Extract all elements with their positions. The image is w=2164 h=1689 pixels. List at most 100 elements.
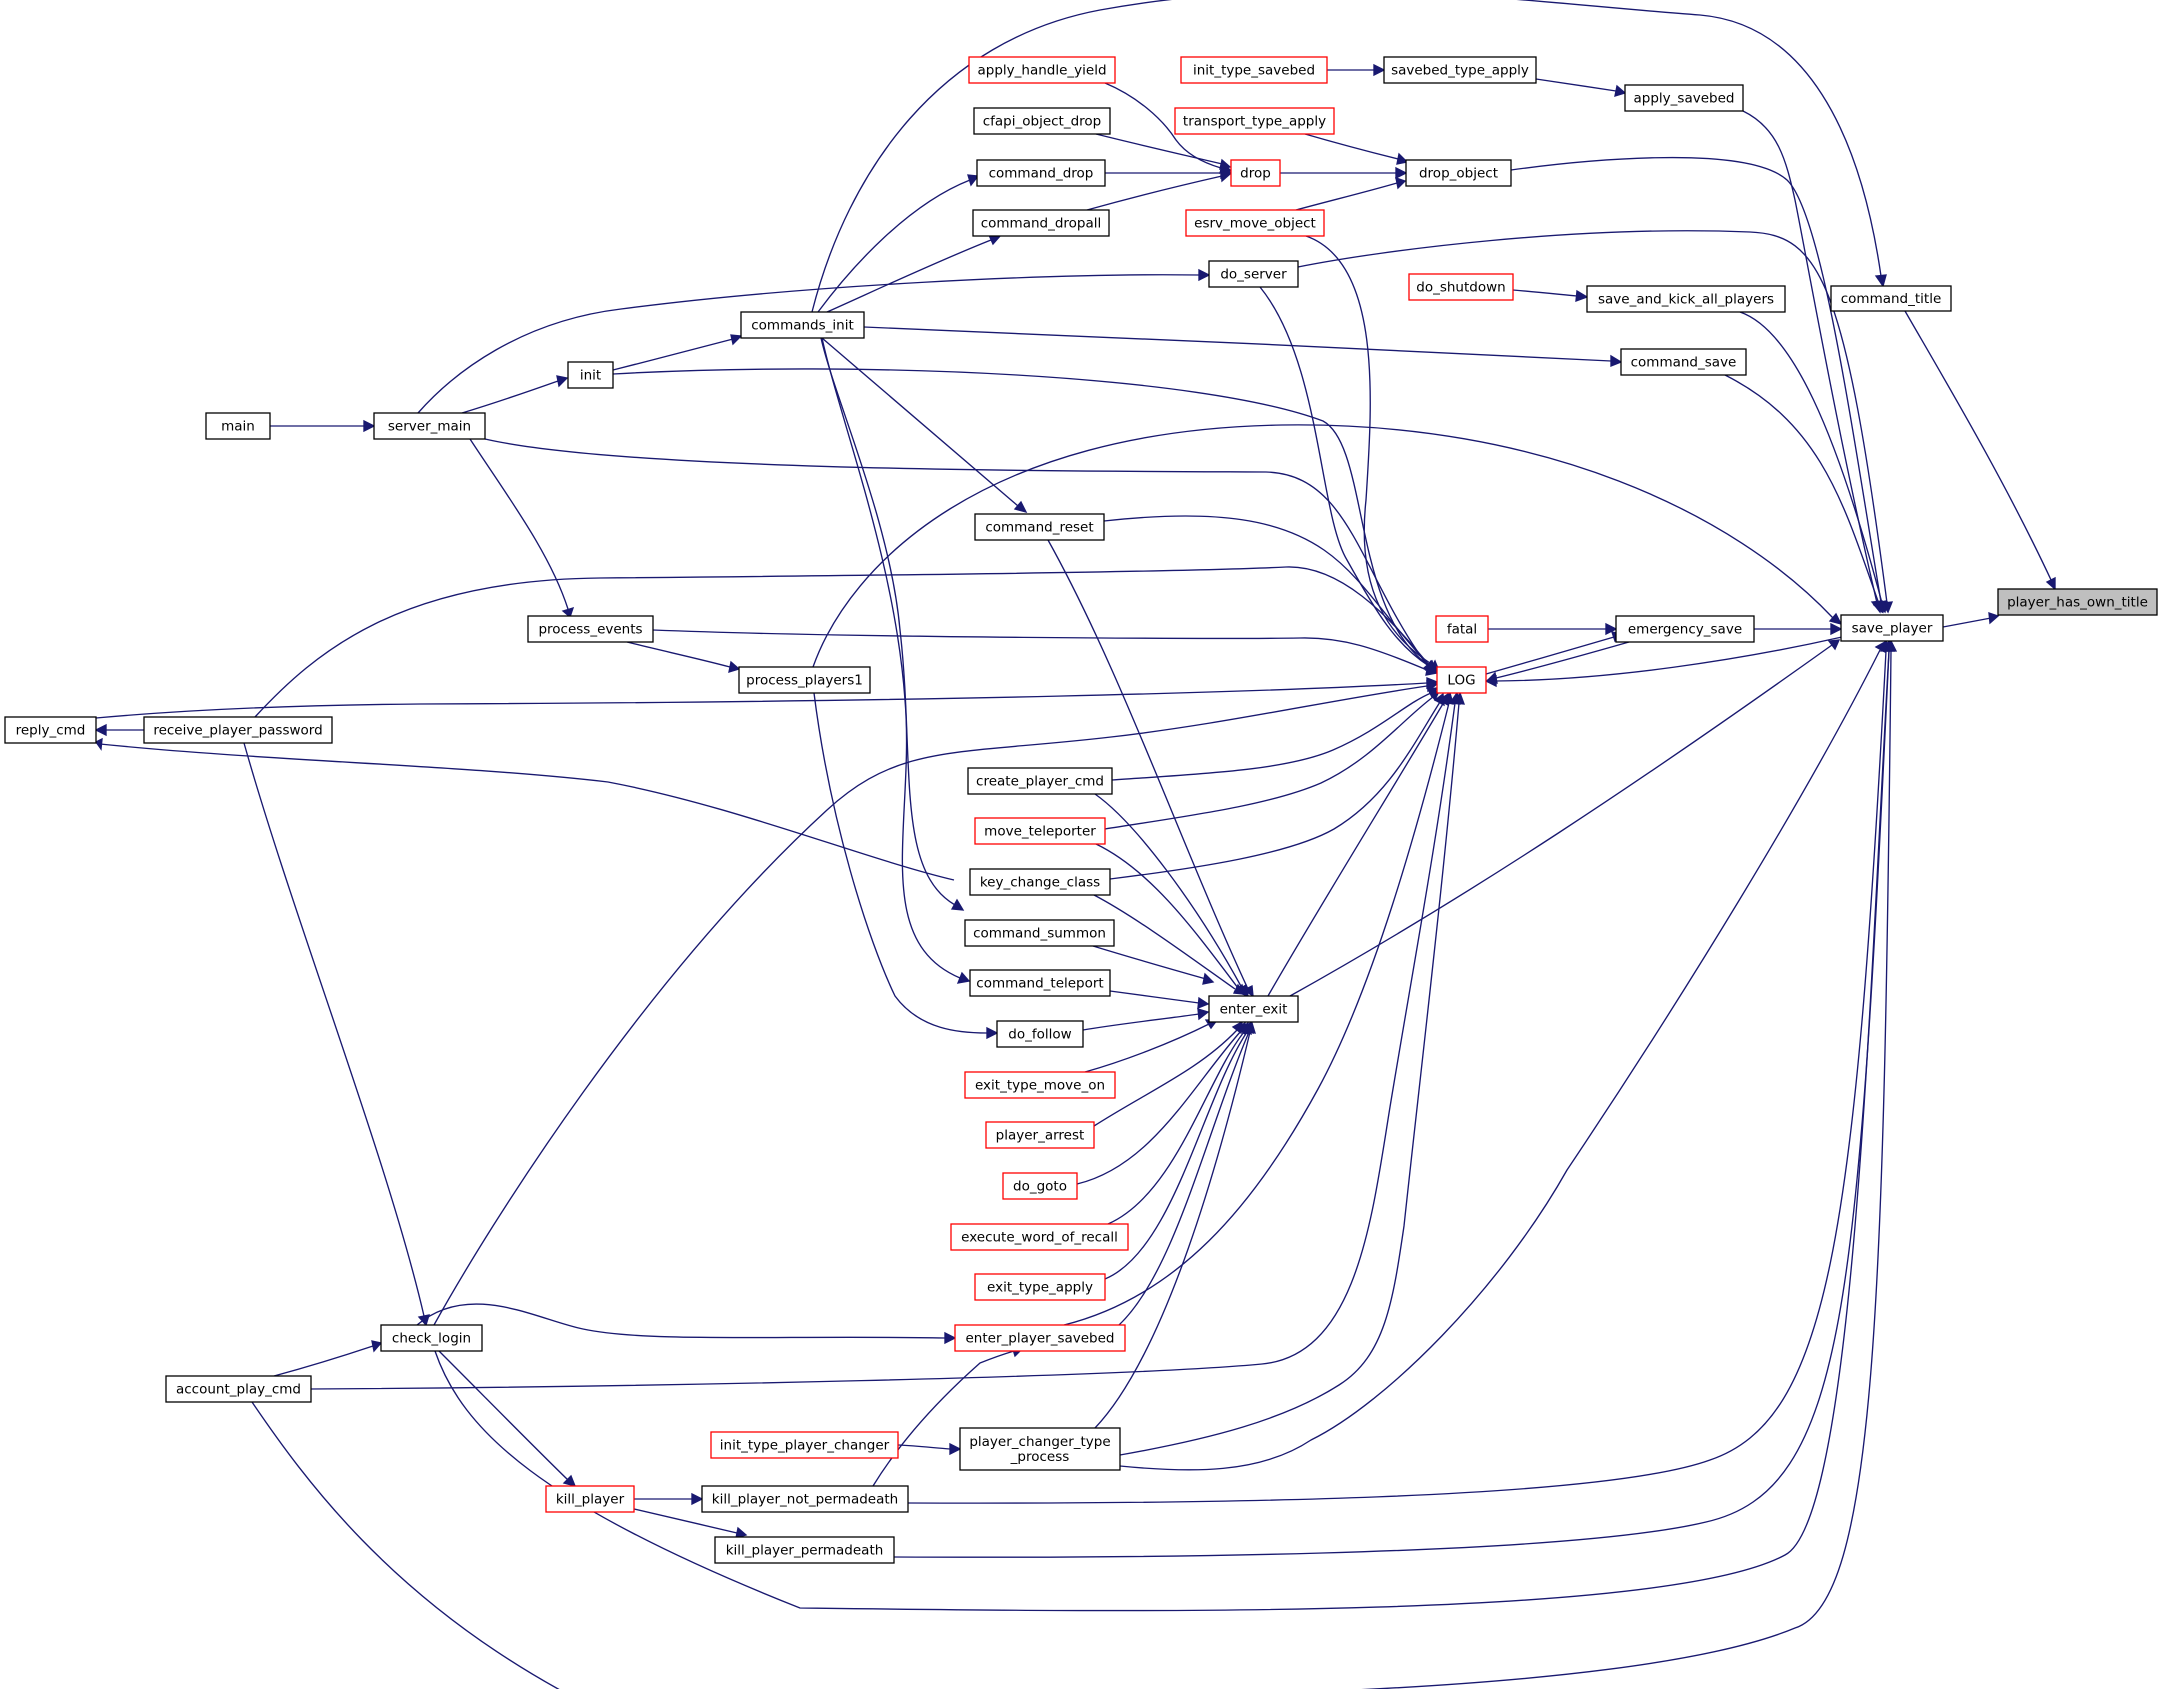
node-execute_word_of_recall[interactable]: execute_word_of_recall <box>950 1223 1129 1251</box>
node-box[interactable] <box>1230 159 1281 187</box>
node-init_type_player_changer[interactable]: init_type_player_changer <box>710 1431 899 1459</box>
node-save_player[interactable]: save_player <box>1840 614 1944 642</box>
node-reply_cmd[interactable]: reply_cmd <box>4 716 97 744</box>
node-box[interactable] <box>964 919 1115 947</box>
node-do_follow[interactable]: do_follow <box>996 1020 1084 1048</box>
node-command_title[interactable]: command_title <box>1830 285 1952 312</box>
node-savebed_type_apply[interactable]: savebed_type_apply <box>1383 56 1537 84</box>
node-box[interactable] <box>974 1273 1106 1301</box>
node-init[interactable]: init <box>567 361 614 389</box>
node-fatal[interactable]: fatal <box>1435 615 1489 643</box>
node-box[interactable] <box>1830 285 1952 312</box>
node-box[interactable] <box>959 1427 1121 1471</box>
node-box[interactable] <box>974 513 1105 541</box>
node-box[interactable] <box>714 1536 895 1564</box>
node-box[interactable] <box>738 666 871 694</box>
node-box[interactable] <box>976 159 1106 187</box>
node-process_players1[interactable]: process_players1 <box>738 666 871 694</box>
node-box[interactable] <box>1180 56 1328 84</box>
node-kill_player[interactable]: kill_player <box>545 1485 635 1513</box>
node-box[interactable] <box>4 716 97 744</box>
node-LOG[interactable]: LOG <box>1436 666 1487 694</box>
node-move_teleporter[interactable]: move_teleporter <box>974 817 1106 845</box>
node-box[interactable] <box>1174 107 1335 135</box>
node-box[interactable] <box>1002 1172 1078 1200</box>
node-box[interactable] <box>985 1121 1095 1149</box>
node-apply_savebed[interactable]: apply_savebed <box>1624 84 1744 112</box>
node-do_shutdown[interactable]: do_shutdown <box>1408 273 1514 301</box>
node-box[interactable] <box>969 868 1111 896</box>
node-box[interactable] <box>1620 348 1747 376</box>
node-server_main[interactable]: server_main <box>373 412 486 440</box>
node-player_changer_type_process[interactable]: player_changer_type_process <box>959 1427 1121 1471</box>
node-command_reset[interactable]: command_reset <box>974 513 1105 541</box>
node-box[interactable] <box>967 767 1113 795</box>
node-box[interactable] <box>974 817 1106 845</box>
node-key_change_class[interactable]: key_change_class <box>969 868 1111 896</box>
node-box[interactable] <box>1405 159 1512 187</box>
node-enter_player_savebed[interactable]: enter_player_savebed <box>954 1324 1126 1352</box>
node-command_teleport[interactable]: command_teleport <box>969 969 1111 997</box>
node-kill_player_permadeath[interactable]: kill_player_permadeath <box>714 1536 895 1564</box>
node-apply_handle_yield[interactable]: apply_handle_yield <box>968 56 1116 84</box>
node-do_server[interactable]: do_server <box>1208 260 1299 288</box>
node-transport_type_apply[interactable]: transport_type_apply <box>1174 107 1335 135</box>
node-box[interactable] <box>1624 84 1744 112</box>
node-kill_player_not_permadeath[interactable]: kill_player_not_permadeath <box>701 1485 909 1513</box>
node-cfapi_object_drop[interactable]: cfapi_object_drop <box>973 107 1111 135</box>
node-box[interactable] <box>1383 56 1537 84</box>
node-do_goto[interactable]: do_goto <box>1002 1172 1078 1200</box>
node-command_summon[interactable]: command_summon <box>964 919 1115 947</box>
node-box[interactable] <box>1408 273 1514 301</box>
node-box[interactable] <box>996 1020 1084 1048</box>
node-esrv_move_object[interactable]: esrv_move_object <box>1185 209 1325 237</box>
node-box[interactable] <box>143 716 333 744</box>
node-receive_player_password[interactable]: receive_player_password <box>143 716 333 744</box>
node-box[interactable] <box>567 361 614 389</box>
node-process_events[interactable]: process_events <box>527 615 654 643</box>
node-drop[interactable]: drop <box>1230 159 1281 187</box>
node-box[interactable] <box>1840 614 1944 642</box>
node-box[interactable] <box>972 209 1110 237</box>
node-drop_object[interactable]: drop_object <box>1405 159 1512 187</box>
node-box[interactable] <box>1435 615 1489 643</box>
node-commands_init[interactable]: commands_init <box>740 311 865 339</box>
node-init_type_savebed[interactable]: init_type_savebed <box>1180 56 1328 84</box>
node-box[interactable] <box>701 1485 909 1513</box>
node-command_drop[interactable]: command_drop <box>976 159 1106 187</box>
node-box[interactable] <box>1208 260 1299 288</box>
node-box[interactable] <box>205 412 271 440</box>
node-box[interactable] <box>950 1223 1129 1251</box>
node-box[interactable] <box>545 1485 635 1513</box>
node-box[interactable] <box>1615 615 1755 643</box>
node-box[interactable] <box>954 1324 1126 1352</box>
node-player_arrest[interactable]: player_arrest <box>985 1121 1095 1149</box>
node-exit_type_move_on[interactable]: exit_type_move_on <box>964 1071 1116 1099</box>
node-player_has_own_title[interactable]: player_has_own_title <box>1997 588 2158 616</box>
node-box[interactable] <box>165 1375 312 1403</box>
node-enter_exit[interactable]: enter_exit <box>1208 995 1299 1023</box>
node-box[interactable] <box>1586 285 1786 313</box>
node-command_dropall[interactable]: command_dropall <box>972 209 1110 237</box>
node-box[interactable] <box>964 1071 1116 1099</box>
node-box[interactable] <box>1436 666 1487 694</box>
node-box[interactable] <box>373 412 486 440</box>
node-exit_type_apply[interactable]: exit_type_apply <box>974 1273 1106 1301</box>
node-account_play_cmd[interactable]: account_play_cmd <box>165 1375 312 1403</box>
node-main[interactable]: main <box>205 412 271 440</box>
node-box[interactable] <box>527 615 654 643</box>
node-box[interactable] <box>740 311 865 339</box>
node-box[interactable] <box>380 1324 483 1352</box>
node-emergency_save[interactable]: emergency_save <box>1615 615 1755 643</box>
node-command_save[interactable]: command_save <box>1620 348 1747 376</box>
node-box[interactable] <box>973 107 1111 135</box>
node-box[interactable] <box>710 1431 899 1459</box>
node-save_and_kick_all_players[interactable]: save_and_kick_all_players <box>1586 285 1786 313</box>
node-check_login[interactable]: check_login <box>380 1324 483 1352</box>
node-box[interactable] <box>969 969 1111 997</box>
node-box[interactable] <box>968 56 1116 84</box>
node-create_player_cmd[interactable]: create_player_cmd <box>967 767 1113 795</box>
node-box[interactable] <box>1997 588 2158 616</box>
node-box[interactable] <box>1185 209 1325 237</box>
node-box[interactable] <box>1208 995 1299 1023</box>
